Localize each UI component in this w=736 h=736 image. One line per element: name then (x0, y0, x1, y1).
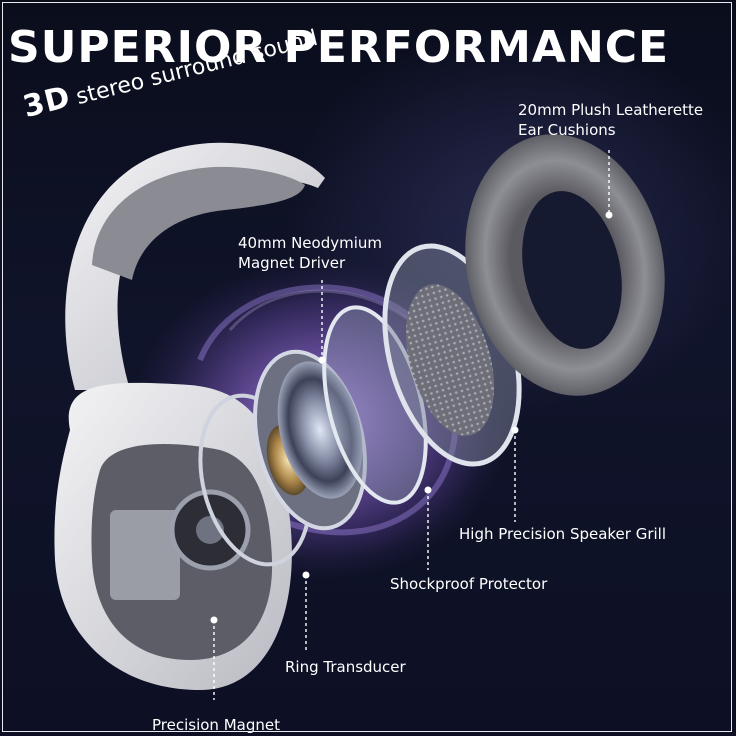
callout-line: Ear Cushions (518, 121, 616, 139)
callout-line: 40mm Neodymium (238, 234, 383, 252)
circuit-board (110, 510, 180, 600)
driver-cone (277, 361, 363, 499)
callout-line: Magnet Driver (238, 254, 346, 272)
leader-lines (213, 150, 610, 700)
callout-precision-magnet: Precision Magnet (152, 716, 280, 734)
leader-dots (210, 211, 613, 624)
callout-ear-cushions: 20mm Plush Leatherette Ear Cushions (518, 100, 703, 140)
ear-cushion-hole (522, 191, 622, 349)
callout-ring-transducer: Ring Transducer (285, 658, 406, 676)
speaker-grill-mesh (405, 284, 495, 436)
callout-driver: 40mm Neodymium Magnet Driver (238, 233, 382, 273)
callout-speaker-grill: High Precision Speaker Grill (459, 525, 667, 543)
callout-line: 20mm Plush Leatherette (518, 101, 704, 119)
headband-padding (92, 166, 305, 280)
headline: SUPERIOR PERFORMANCE (8, 22, 670, 73)
callout-shockproof: Shockproof Protector (390, 575, 548, 593)
